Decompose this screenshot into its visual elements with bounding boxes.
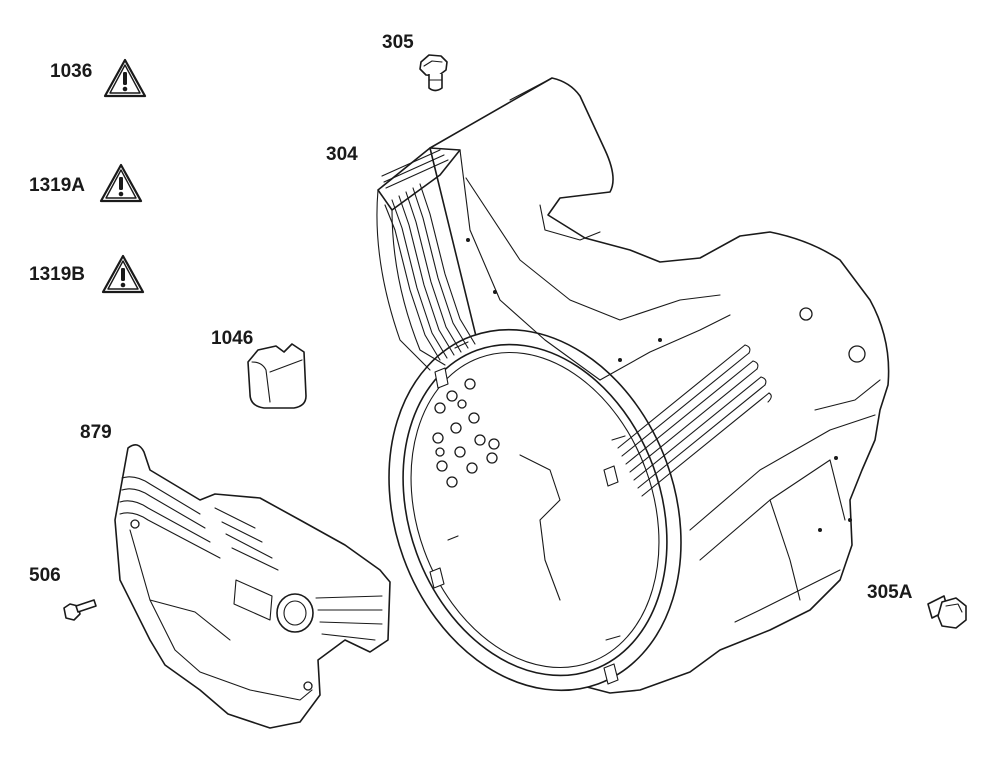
part-label-506: 506: [29, 565, 61, 586]
part-label-1319b: 1319B: [29, 264, 85, 285]
part-label-304: 304: [326, 144, 358, 165]
cover-879-drawing: [114, 444, 391, 729]
part-label-1046: 1046: [211, 328, 254, 349]
part-label-305: 305: [382, 32, 414, 53]
warning-triangle-icon: [101, 254, 145, 294]
bolt-305a-drawing: [927, 595, 967, 629]
part-label-1036: 1036: [50, 61, 93, 82]
part-label-879: 879: [80, 422, 112, 443]
blower-housing-304-drawing: [376, 77, 890, 694]
part-label-1319a: 1319A: [29, 175, 85, 196]
warning-triangle-icon: [103, 58, 147, 98]
bolt-305-drawing: [419, 54, 448, 92]
pad-1046-drawing: [247, 343, 307, 409]
part-label-305a: 305A: [867, 582, 913, 603]
warning-triangle-icon: [99, 163, 143, 203]
bolt-506-drawing: [63, 599, 97, 621]
